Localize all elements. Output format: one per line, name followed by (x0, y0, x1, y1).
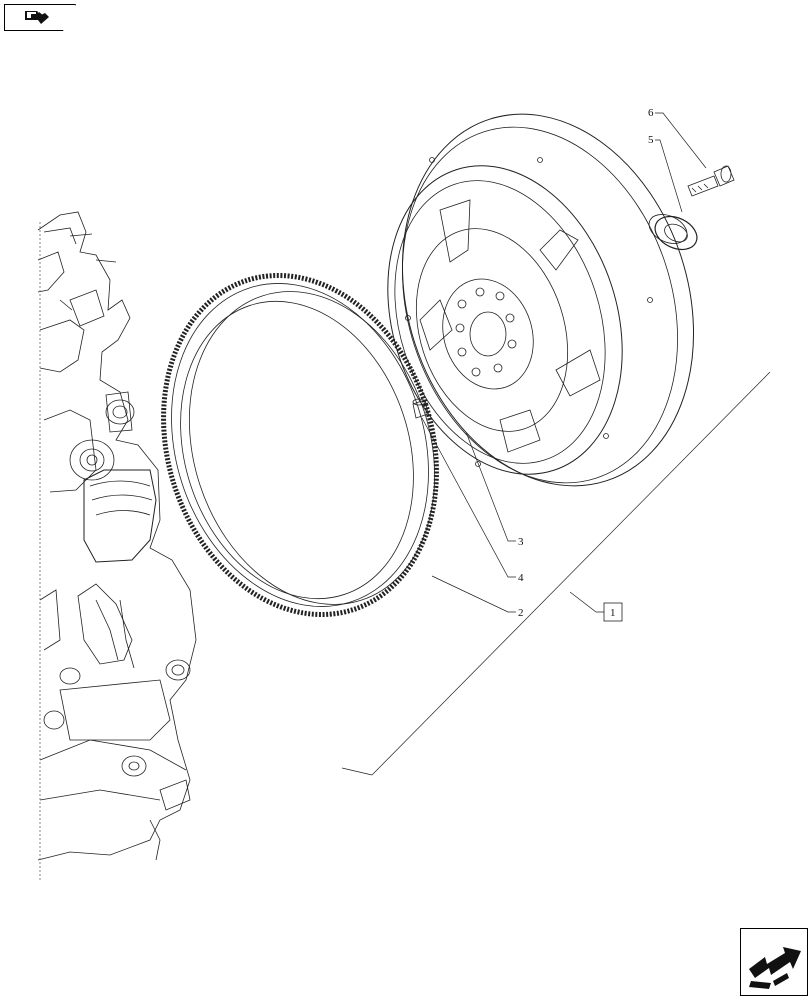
arrow-right-icon (749, 947, 801, 989)
previous-page-nav-button[interactable] (4, 4, 76, 31)
callout-4: 4 (518, 572, 524, 584)
callout-2: 2 (518, 607, 524, 619)
callout-5: 5 (648, 134, 654, 146)
washer (648, 214, 698, 251)
callout-1: 1 (610, 607, 616, 619)
next-page-nav-button[interactable] (740, 928, 808, 996)
bolt (687, 165, 735, 197)
flywheel (387, 113, 695, 487)
engine-block (37, 211, 197, 880)
leader-lines (341, 112, 771, 776)
book-arrow-icon (25, 11, 49, 24)
callout-6: 6 (648, 107, 654, 119)
callout-3: 3 (518, 536, 524, 548)
ring-gear (161, 272, 439, 618)
callout-1-box (603, 602, 623, 622)
